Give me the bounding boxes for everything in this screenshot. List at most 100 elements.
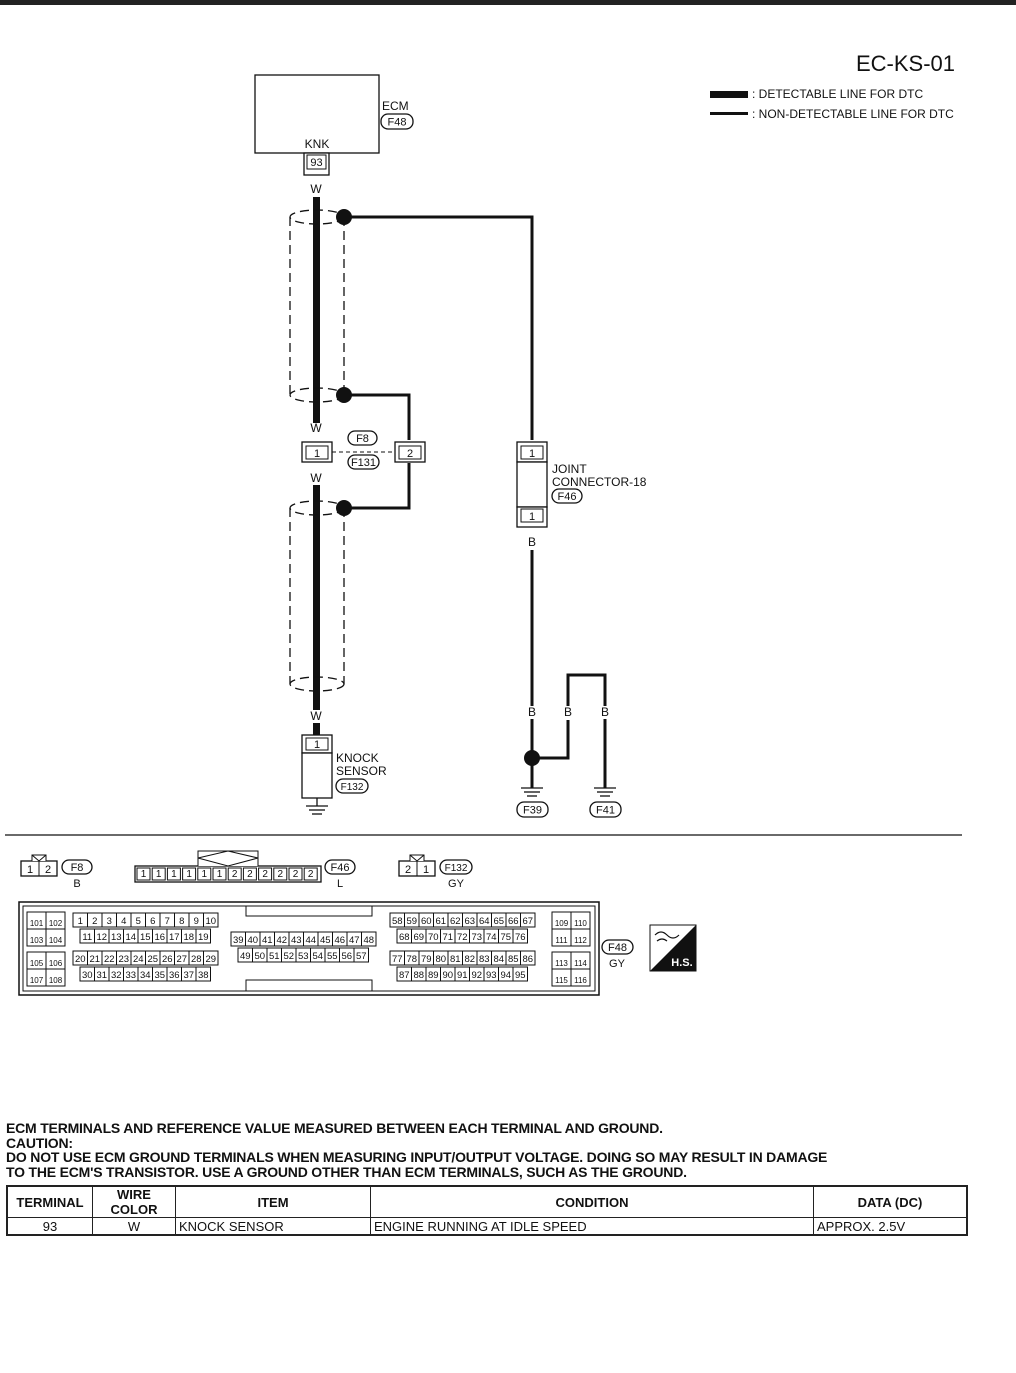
joint-connector-oval (551, 488, 583, 504)
f48-view-pin: 37 (183, 970, 194, 981)
f48-view-pin: 68 (399, 932, 410, 943)
shield-drain-to-joint (344, 215, 534, 440)
f48-view-pin-cell (512, 928, 528, 944)
ground-f39-oval (516, 801, 549, 818)
ground-f39-id: F39 (523, 805, 542, 817)
f48-view-pin: 82 (464, 954, 475, 965)
terminal-table: TERMINAL WIRE COLOR ITEM CONDITION DATA … (6, 1185, 968, 1236)
f48-view-pin: 43 (291, 935, 302, 946)
f46-view-pin-cell (242, 867, 257, 881)
legend-detectable-label: : DETECTABLE LINE FOR DTC (752, 87, 923, 101)
f48-view-pin: 65 (493, 916, 504, 927)
ecm-label: ECM (382, 99, 409, 113)
table-header-row: TERMINAL WIRE COLOR ITEM CONDITION DATA … (6, 1185, 968, 1218)
f48-view-pin: 49 (240, 951, 251, 962)
cell-item: KNOCK SENSOR (175, 1217, 371, 1236)
shield-drain-lower-to-f8 (344, 463, 411, 510)
f48-view-pin: 80 (435, 954, 446, 965)
f48-view-color: GY (609, 958, 626, 970)
f48-view-pin: 51 (269, 951, 280, 962)
diagram-code: EC-KS-01 (856, 51, 955, 76)
f48-view-pin: 2 (92, 916, 97, 927)
f48-view-pin: 101 (30, 919, 44, 928)
cell-terminal: 93 (6, 1217, 93, 1236)
f46-view-pin: 1 (156, 869, 162, 880)
f48-view-pin: 39 (233, 935, 244, 946)
f48-view-pin: 54 (312, 951, 323, 962)
table-row: 93 W KNOCK SENSOR ENGINE RUNNING AT IDLE… (6, 1217, 968, 1236)
f48-view-pin-cell (203, 912, 219, 928)
f48-view-pin: 3 (107, 916, 112, 927)
f46-view-pin-cell (258, 867, 273, 881)
notes-line-1: DO NOT USE ECM GROUND TERMINALS WHEN MEA… (6, 1149, 828, 1165)
f48-view-pin: 76 (515, 932, 526, 943)
f48-view-pin-cell (361, 931, 377, 947)
f48-view-pin: 44 (305, 935, 316, 946)
f48-view-pin-cell (195, 928, 211, 944)
f48-view-pin: 89 (428, 970, 439, 981)
hs-label: H.S. (671, 957, 692, 969)
wire-color-w-3: W (310, 471, 322, 485)
ground-symbol-f41 (594, 787, 616, 797)
wire-color-b-4: B (601, 705, 609, 719)
f46-view-pin: 2 (262, 869, 268, 880)
f48-view-pin: 59 (406, 916, 417, 927)
f48-view-pin: 13 (111, 932, 122, 943)
f48-view-pin: 95 (515, 970, 526, 981)
f46-view-color: L (337, 878, 343, 890)
f48-view-pin: 16 (154, 932, 165, 943)
f131-connector-id: F131 (351, 457, 376, 469)
knock-sensor-box (301, 752, 333, 799)
f48-view-pin-cell (520, 950, 536, 966)
joint-pin-bottom: 1 (529, 511, 535, 523)
f48-view-pin: 56 (341, 951, 352, 962)
hs-symbol-icon: H.S. (649, 924, 697, 972)
f48-view-pin: 35 (154, 970, 165, 981)
f48-view-pin: 41 (262, 935, 273, 946)
f48-view-pin: 81 (450, 954, 461, 965)
f46-view-pin: 1 (141, 869, 147, 880)
wire-color-w-2: W (310, 421, 322, 435)
f46-view-pin: 2 (232, 869, 238, 880)
f48-view-pin: 111 (555, 936, 568, 945)
f48-view-pin: 21 (89, 954, 100, 965)
f48-view-pin: 106 (49, 959, 63, 968)
f48-view-pin-cell (570, 928, 591, 947)
f46-view-pin: 1 (171, 869, 177, 880)
f132-view-id: F132 (445, 863, 468, 874)
f48-view-pin: 71 (442, 932, 453, 943)
f48-view-pin: 9 (194, 916, 199, 927)
f48-view-pin: 29 (205, 954, 216, 965)
f46-view-pin-cell (273, 867, 288, 881)
f48-view-pin: 104 (49, 936, 63, 945)
notes-block: ECM TERMINALS AND REFERENCE VALUE MEASUR… (6, 1121, 1006, 1179)
f48-view-pin: 86 (522, 954, 533, 965)
f48-view-pin: 88 (413, 970, 424, 981)
wire-color-w-4: W (310, 709, 322, 723)
f48-view-pin: 33 (125, 970, 136, 981)
joint-pin-top: 1 (529, 448, 535, 460)
f46-view-pin: 2 (247, 869, 253, 880)
knock-label-1: KNOCK (336, 751, 379, 765)
f48-view-pin-cell (570, 968, 591, 987)
f46-view-pin-cell (182, 867, 197, 881)
f48-view-pin: 72 (457, 932, 468, 943)
legend-nondetectable-swatch (710, 112, 748, 115)
f48-view-pin-cell (45, 968, 66, 987)
f48-view-pin: 25 (147, 954, 158, 965)
f48-view-pin: 79 (421, 954, 432, 965)
wire-color-w-1: W (310, 182, 322, 196)
f48-view-pin-cell (520, 912, 536, 928)
f48-view-pin: 105 (30, 959, 44, 968)
f46-view-pin: 1 (186, 869, 192, 880)
f48-view-pin: 93 (486, 970, 497, 981)
f48-view-pin: 108 (49, 976, 63, 985)
connector-view-f8: 1 2 F8 B (20, 854, 93, 890)
f132-view-color: GY (448, 878, 465, 890)
wire-color-b-1: B (528, 535, 536, 549)
f48-view-pin: 103 (30, 936, 44, 945)
f48-view-pin: 69 (413, 932, 424, 943)
f48-view-pin: 66 (508, 916, 519, 927)
f48-view-pin: 28 (191, 954, 202, 965)
